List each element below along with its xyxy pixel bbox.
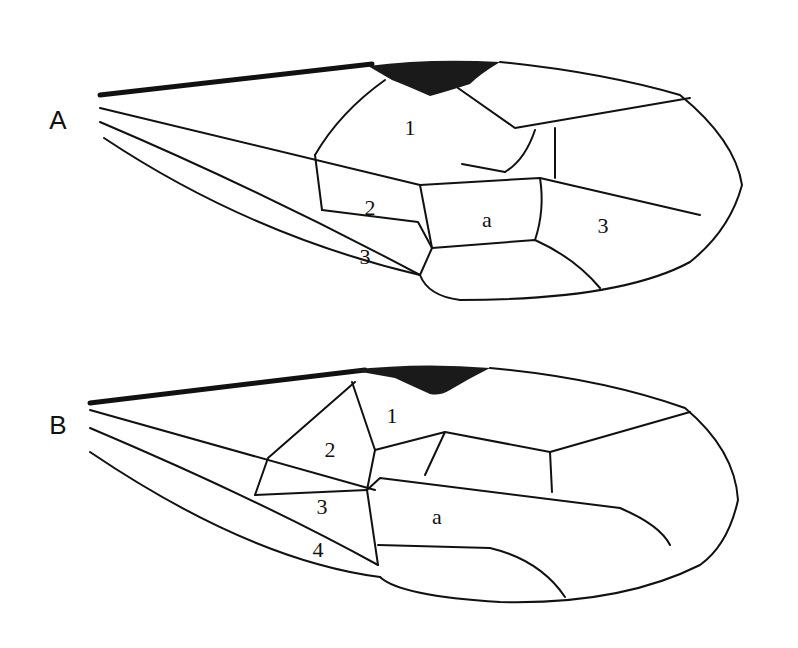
- cell-number: 2: [365, 197, 376, 219]
- cell-number: 3: [360, 246, 371, 268]
- cell-number: 3: [598, 215, 609, 237]
- wing-letter: A: [49, 107, 66, 133]
- cell-number: 1: [405, 117, 416, 139]
- cell-number: 2: [325, 439, 336, 461]
- cell-letter: a: [432, 506, 442, 528]
- cell-letter: a: [482, 209, 492, 231]
- cell-number: 1: [387, 405, 398, 427]
- cell-number: 4: [313, 539, 324, 561]
- cell-number: 3: [317, 496, 328, 518]
- wing-letter: B: [49, 412, 66, 438]
